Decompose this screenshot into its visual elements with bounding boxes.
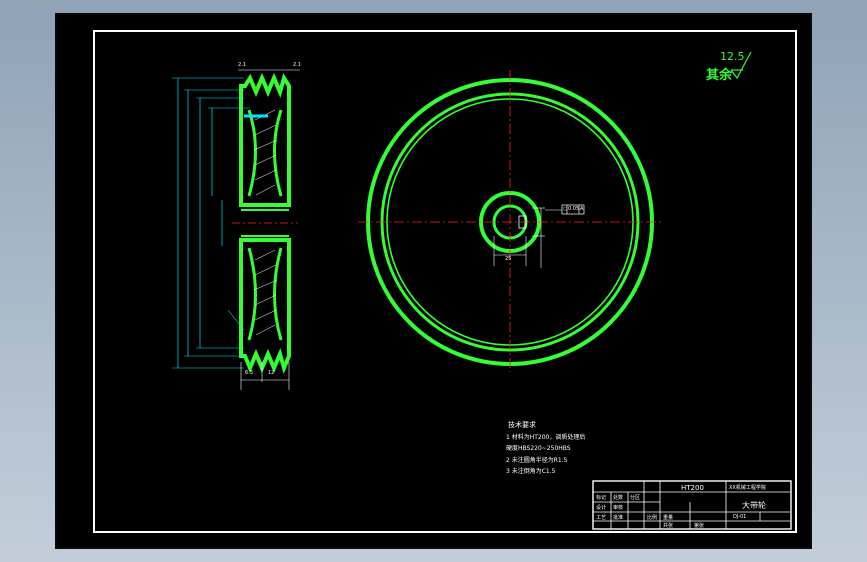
front-view	[358, 70, 662, 372]
title-block-cell: 审核	[613, 505, 624, 511]
notes-line-1: 1 材料为HT200，调质处理后	[506, 434, 586, 441]
section-lower-web	[247, 247, 283, 341]
notes-line-2: 硬度HBS220~250HBS	[506, 445, 571, 452]
tolerance-symbol: ○	[563, 206, 568, 212]
title-block-cell: 共张	[663, 523, 674, 529]
hub-bore-dimension: 25	[505, 256, 512, 262]
title-block-cell: 设计	[596, 505, 607, 511]
section-lower-hatch	[253, 249, 278, 336]
notes-line-3: 2 未注圆角半径为R1.5	[506, 457, 568, 464]
title-block-material: HT200	[681, 484, 704, 492]
tolerance-value: 0.05	[568, 206, 580, 212]
keyway	[518, 215, 527, 229]
notes-line-4: 3 未注倒角为C1.5	[506, 468, 556, 475]
fillet-leader	[227, 309, 245, 331]
title-block-cell: 批准	[613, 515, 624, 521]
notes-title: 技术要求	[508, 421, 536, 429]
title-block-school: XX机械工程学院	[729, 485, 766, 491]
title-block	[592, 480, 792, 530]
dim-top-left: 2.1	[238, 62, 246, 68]
tolerance-frame	[561, 204, 585, 215]
section-view	[172, 69, 300, 390]
drawing-sheet	[93, 30, 797, 533]
title-block-cell: 工艺	[596, 515, 607, 521]
section-upper-outline	[239, 72, 291, 207]
title-block-cell: 标记	[596, 495, 607, 501]
section-lower-outline	[239, 238, 291, 375]
surface-finish-symbol	[730, 51, 752, 80]
title-block-cell: 处数	[613, 495, 624, 501]
title-block-part-name: 大带轮	[742, 501, 766, 510]
title-block-cell: 第张	[694, 523, 705, 529]
surface-finish-label: 其余	[706, 68, 733, 83]
title-block-drawing-no: DJ-01	[733, 514, 747, 520]
tolerance-datum: A	[580, 206, 584, 212]
dim-bottom-right: 12	[268, 370, 275, 376]
section-upper-web	[247, 109, 283, 197]
title-block-cell: 比例	[647, 515, 658, 521]
dim-top-right: 2.1	[293, 62, 301, 68]
dim-bottom-left: 6.3	[245, 370, 253, 376]
surface-finish-value: 12.5	[720, 50, 745, 63]
title-block-cell: 重量	[663, 515, 674, 521]
title-block-cell: 分区	[630, 495, 641, 501]
